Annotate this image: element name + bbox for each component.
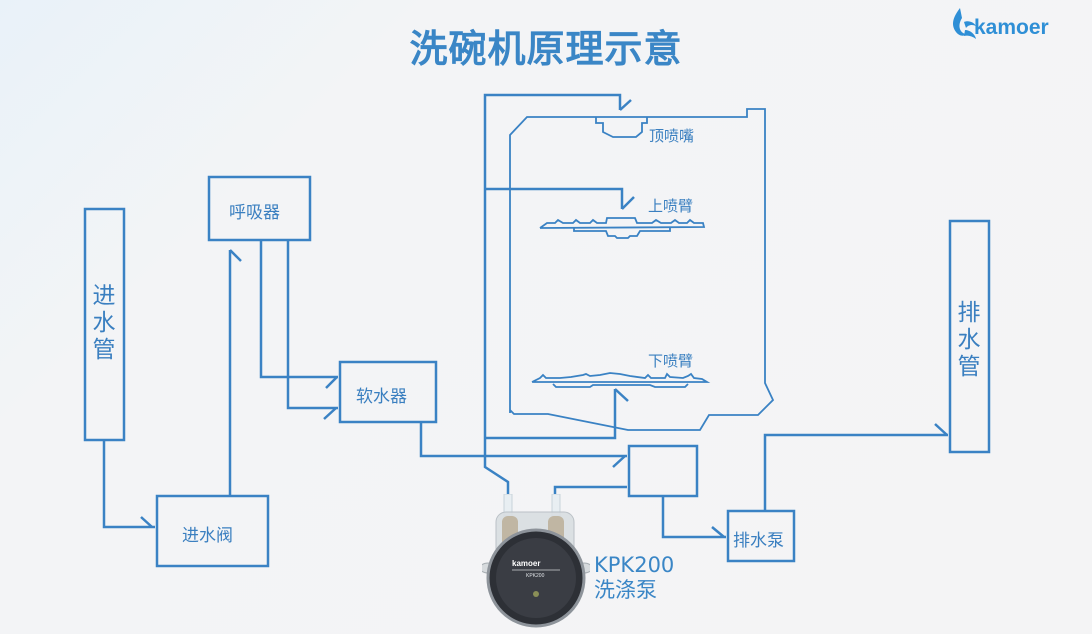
breather-box [207,175,312,242]
arrow-head [614,388,629,402]
upper-spray-arm-label: 上喷臂 [648,197,694,215]
pipe-to-top-nozzle [483,93,622,494]
upper-spray-arm-top [539,217,706,229]
arrow-head [619,99,632,111]
upper-spray-arm-bottom [573,228,671,239]
arrow-head [711,526,725,538]
pipe-drain-pump-to-drain-pipe [763,433,948,511]
pipe-inlet-to-valve [102,440,155,529]
inlet-pipe-label: 进水管 [89,283,119,364]
detergent-pump-label: KPK200 洗涤泵 [594,553,674,603]
arrow-head [323,407,337,420]
drain-pipe-label-text: 排水管 [957,300,981,380]
lower-spray-arm-top [531,372,711,383]
kpk200-pump-image: kamoer KPK200 [479,493,593,630]
inlet-valve-box [155,494,270,568]
kamoer-drop-icon [953,8,976,39]
top-nozzle-shape [595,117,648,138]
arrow-head [325,376,338,389]
pipe-junction-to-drain-pump [661,496,726,539]
drain-pump-box [726,509,796,563]
wash-tub-outline [509,108,775,431]
pump-brand-text: kamoer [512,559,540,568]
lower-spray-arm-bottom [552,383,689,388]
lower-spray-arm-label: 下喷臂 [648,352,694,370]
arrow-head [229,249,242,262]
inlet-valve-label: 进水阀 [182,526,233,546]
pipe-to-upper-arm [485,187,624,209]
arrow-head [612,455,626,468]
diagram-title: 洗碗机原理示意 [409,27,683,71]
drain-pipe-box [948,219,991,454]
peristaltic-pump-icon: kamoer KPK200 [479,493,593,628]
kamoer-logo-text: kamoer [974,16,1049,39]
drain-pipe-label: 排水管 [954,300,984,381]
softener-box [338,360,438,424]
arrow-head [621,196,635,210]
kamoer-logo: kamoer [950,6,1082,42]
pipe-breather-to-softener-1 [259,240,338,379]
pipe-softener-to-junction [419,422,627,458]
arrow-head [934,423,948,436]
top-nozzle-label: 顶喷嘴 [649,127,695,145]
softener-label: 软水器 [356,387,407,407]
inlet-pipe-label-text: 进水管 [92,283,116,363]
pipe-to-lower-arm [485,389,617,440]
junction-box [627,444,699,498]
pipe-breather-to-softener-2 [286,240,338,410]
breather-label: 呼吸器 [229,203,280,223]
pump-name-label: 洗涤泵 [594,578,657,602]
pump-model-text: KPK200 [526,573,545,579]
drain-pump-label: 排水泵 [733,531,784,551]
arrow-head [140,516,153,528]
pipe-pump-to-junction [553,485,627,494]
pump-model-label: KPK200 [594,553,675,577]
